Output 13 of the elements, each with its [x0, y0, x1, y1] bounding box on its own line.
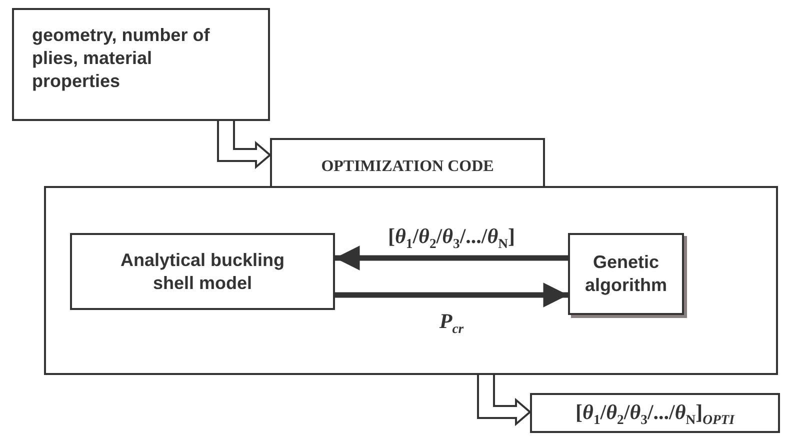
- process-box: [70, 233, 335, 310]
- node-text: [θ$_{1}$/θ$_{2}$/θ$_{3}$/.../θ$_{N}$]$_{OPTI}$: [574, 399, 736, 430]
- title-tab: [270, 138, 545, 188]
- node-text: geometry, number of plies, material properties: [31, 24, 211, 93]
- input-box: [12, 8, 270, 121]
- node-text: Genetic algorithm: [584, 251, 668, 297]
- process-box: [568, 233, 684, 315]
- hollow-arrow: [477, 374, 532, 426]
- hollow-arrow: [217, 120, 272, 170]
- output-box: [530, 393, 780, 433]
- node-text: OPTIMIZATION CODE: [320, 157, 495, 177]
- node-text: Analytical buckling shell model: [119, 249, 286, 295]
- frame-box: [44, 186, 778, 375]
